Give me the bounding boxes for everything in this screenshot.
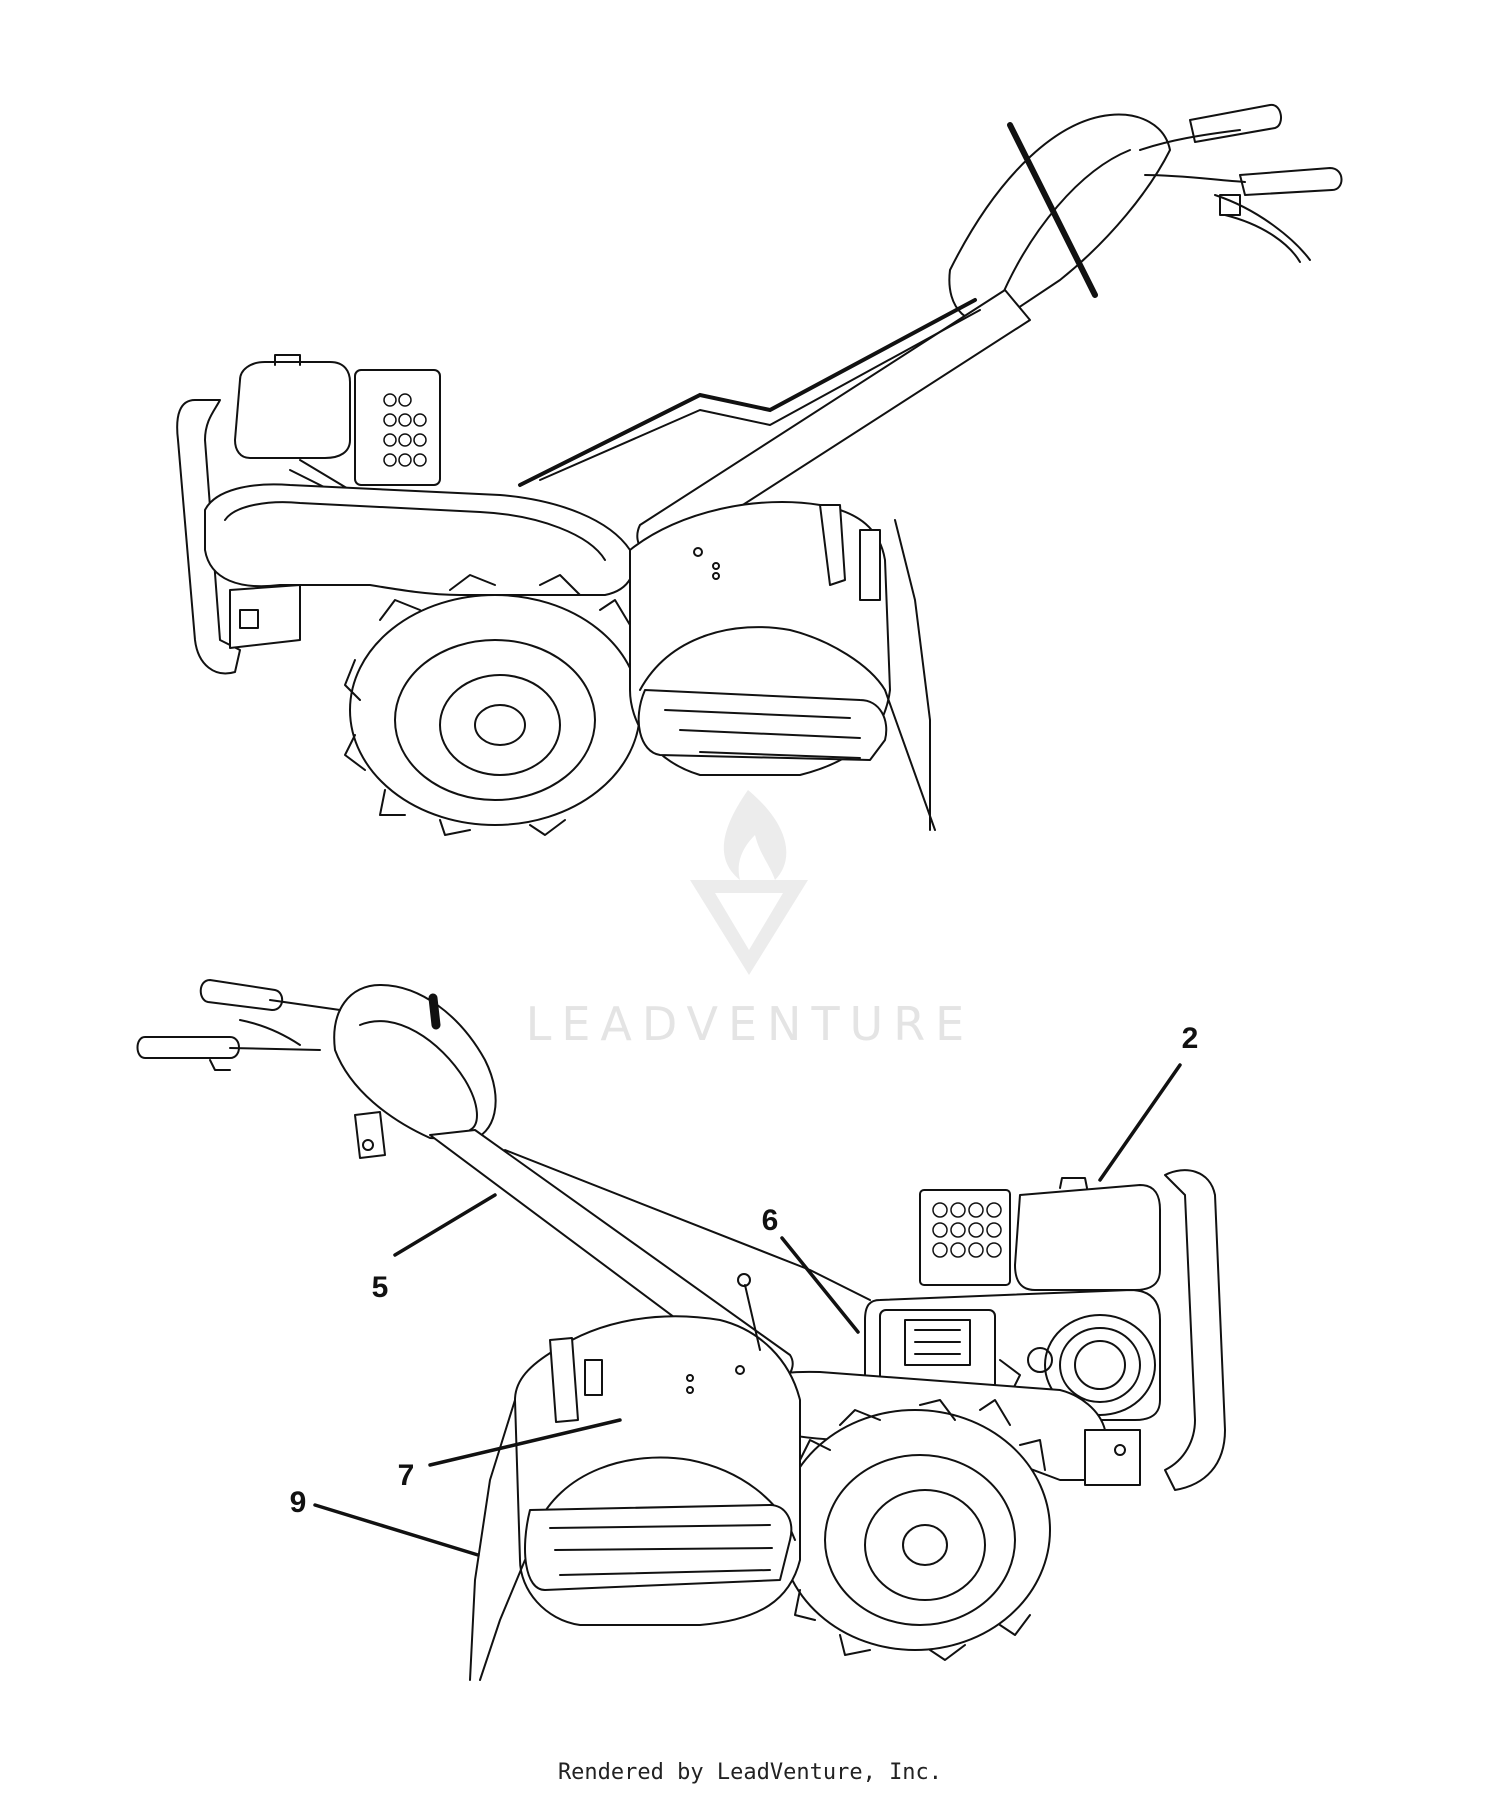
upper-grip-bottom: [199, 979, 284, 1011]
callout-7-leader: [428, 1418, 622, 1467]
front-bumper-bottom: [1164, 1169, 1226, 1491]
lower-grip-bottom: [136, 1036, 240, 1059]
drive-wheel-bottom: [774, 1399, 1051, 1661]
rendered-by-footer: Rendered by LeadVenture, Inc.: [557, 1760, 943, 1785]
drive-wheel: [344, 574, 641, 836]
air-filter-box: [354, 369, 441, 486]
fuel-tank-bottom: [1014, 1184, 1161, 1291]
v-logo-icon: [690, 880, 808, 975]
tine-shield: [637, 689, 888, 761]
callout-2: 2: [1098, 1022, 1199, 1182]
air-filter-grille-bottom: [932, 1202, 1002, 1258]
callout-5: 5: [372, 1193, 497, 1304]
recoil-starter: [1044, 1314, 1156, 1416]
callout-9-leader: [313, 1503, 480, 1557]
flame-logo-icon: [723, 790, 787, 880]
main-fender: [204, 483, 635, 596]
callout-7: 7: [398, 1418, 622, 1492]
air-filter-grille: [383, 393, 427, 467]
tiller-bottom-view: [136, 979, 1226, 1681]
leadventure-watermark: LEADVENTURE: [526, 790, 975, 1051]
depth-control-knob: [428, 993, 441, 1030]
lower-grip: [1239, 167, 1343, 196]
callout-6: 6: [762, 1204, 860, 1334]
fuel-tank: [234, 361, 351, 459]
callout-6-label: 6: [762, 1204, 779, 1237]
handlebar-head-bottom: [333, 984, 497, 1141]
callout-5-label: 5: [372, 1271, 389, 1304]
watermark-brand-text: LEADVENTURE: [526, 997, 975, 1051]
tiller-top-view: [176, 103, 1343, 836]
callout-5-leader: [393, 1193, 497, 1257]
upper-grip: [1189, 103, 1282, 143]
callout-6-leader: [780, 1236, 860, 1334]
callout-9: 9: [290, 1486, 480, 1557]
callout-2-label: 2: [1182, 1022, 1199, 1055]
callout-7-label: 7: [398, 1459, 415, 1492]
depth-control-bar: [1007, 122, 1098, 298]
callout-9-label: 9: [290, 1486, 307, 1519]
callout-2-leader: [1098, 1063, 1182, 1182]
